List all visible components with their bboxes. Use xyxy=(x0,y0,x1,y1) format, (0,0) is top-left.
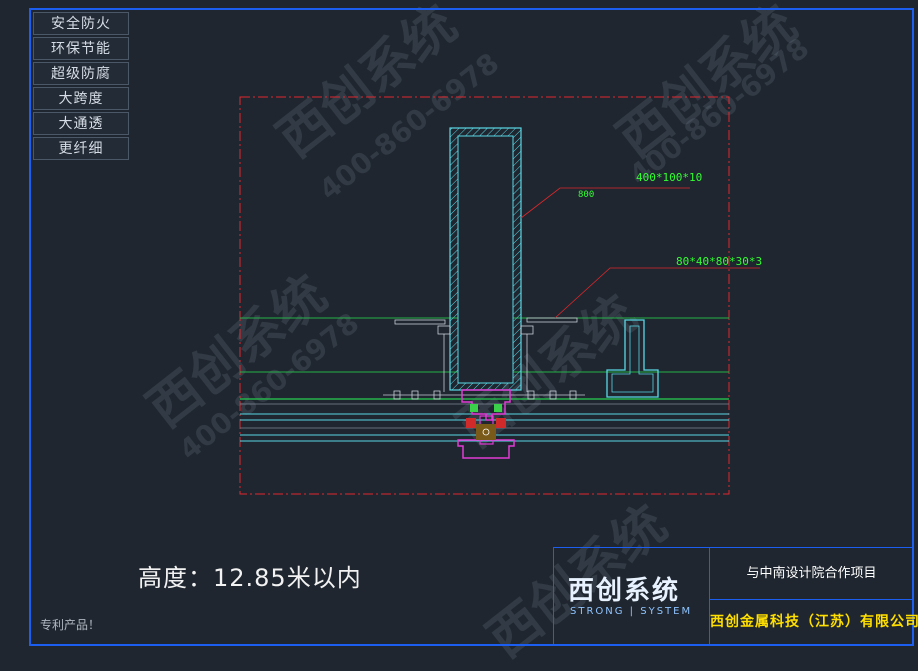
height-label: 高度：12.85米以内 xyxy=(138,564,362,592)
joint-profile xyxy=(461,389,511,421)
section-drawing: 400*100*10 800 80*40*80*30*3 xyxy=(239,96,762,495)
callout-column-spacing: 800 xyxy=(578,190,594,200)
gasket xyxy=(470,404,478,412)
drawing-frame xyxy=(29,8,914,646)
feature-tag: 安全防火 xyxy=(33,12,129,35)
feature-tag: 大通透 xyxy=(33,112,129,135)
company-logo: 西创系统 STRONG | SYSTEM xyxy=(554,548,710,645)
bolt xyxy=(433,390,441,400)
feature-tag: 更纤细 xyxy=(33,137,129,160)
screw xyxy=(482,428,490,436)
bolt xyxy=(527,390,535,400)
bolt xyxy=(393,390,401,400)
feature-tag: 大跨度 xyxy=(33,87,129,110)
joint-cap xyxy=(457,439,515,459)
callout-profile-size: 80*40*80*30*3 xyxy=(676,255,762,268)
gasket xyxy=(494,404,502,412)
side-bracket xyxy=(394,319,446,325)
callout-column-size: 400*100*10 xyxy=(636,171,702,184)
secondary-profile xyxy=(606,319,659,398)
steel-column-inner xyxy=(457,135,514,384)
gasket xyxy=(466,418,476,428)
bolt xyxy=(520,325,534,335)
feature-tag-list: 安全防火 环保节能 超级防腐 大跨度 大通透 更纤细 xyxy=(33,12,129,162)
logo-subtext: STRONG | SYSTEM xyxy=(570,606,693,617)
project-label: 与中南设计院合作项目 xyxy=(710,548,913,600)
bolt xyxy=(437,325,451,335)
leader-line xyxy=(554,267,760,319)
bolt xyxy=(549,390,557,400)
feature-tag: 环保节能 xyxy=(33,37,129,60)
bolt xyxy=(569,390,577,400)
logo-text: 西创系统 xyxy=(568,576,681,606)
company-name: 西创金属科技（江苏）有限公司 xyxy=(710,614,918,630)
title-block: 西创系统 STRONG | SYSTEM 与中南设计院合作项目 西创金属科技（江… xyxy=(553,547,918,646)
gasket xyxy=(496,418,506,428)
side-bracket xyxy=(526,317,578,323)
feature-tag: 超级防腐 xyxy=(33,62,129,85)
drawing-boundary xyxy=(239,96,730,495)
secondary-profile-inner xyxy=(611,325,654,393)
seal xyxy=(476,424,496,440)
leader-line xyxy=(520,187,690,219)
patent-label: 专利产品！ xyxy=(40,618,101,632)
bolt xyxy=(411,390,419,400)
